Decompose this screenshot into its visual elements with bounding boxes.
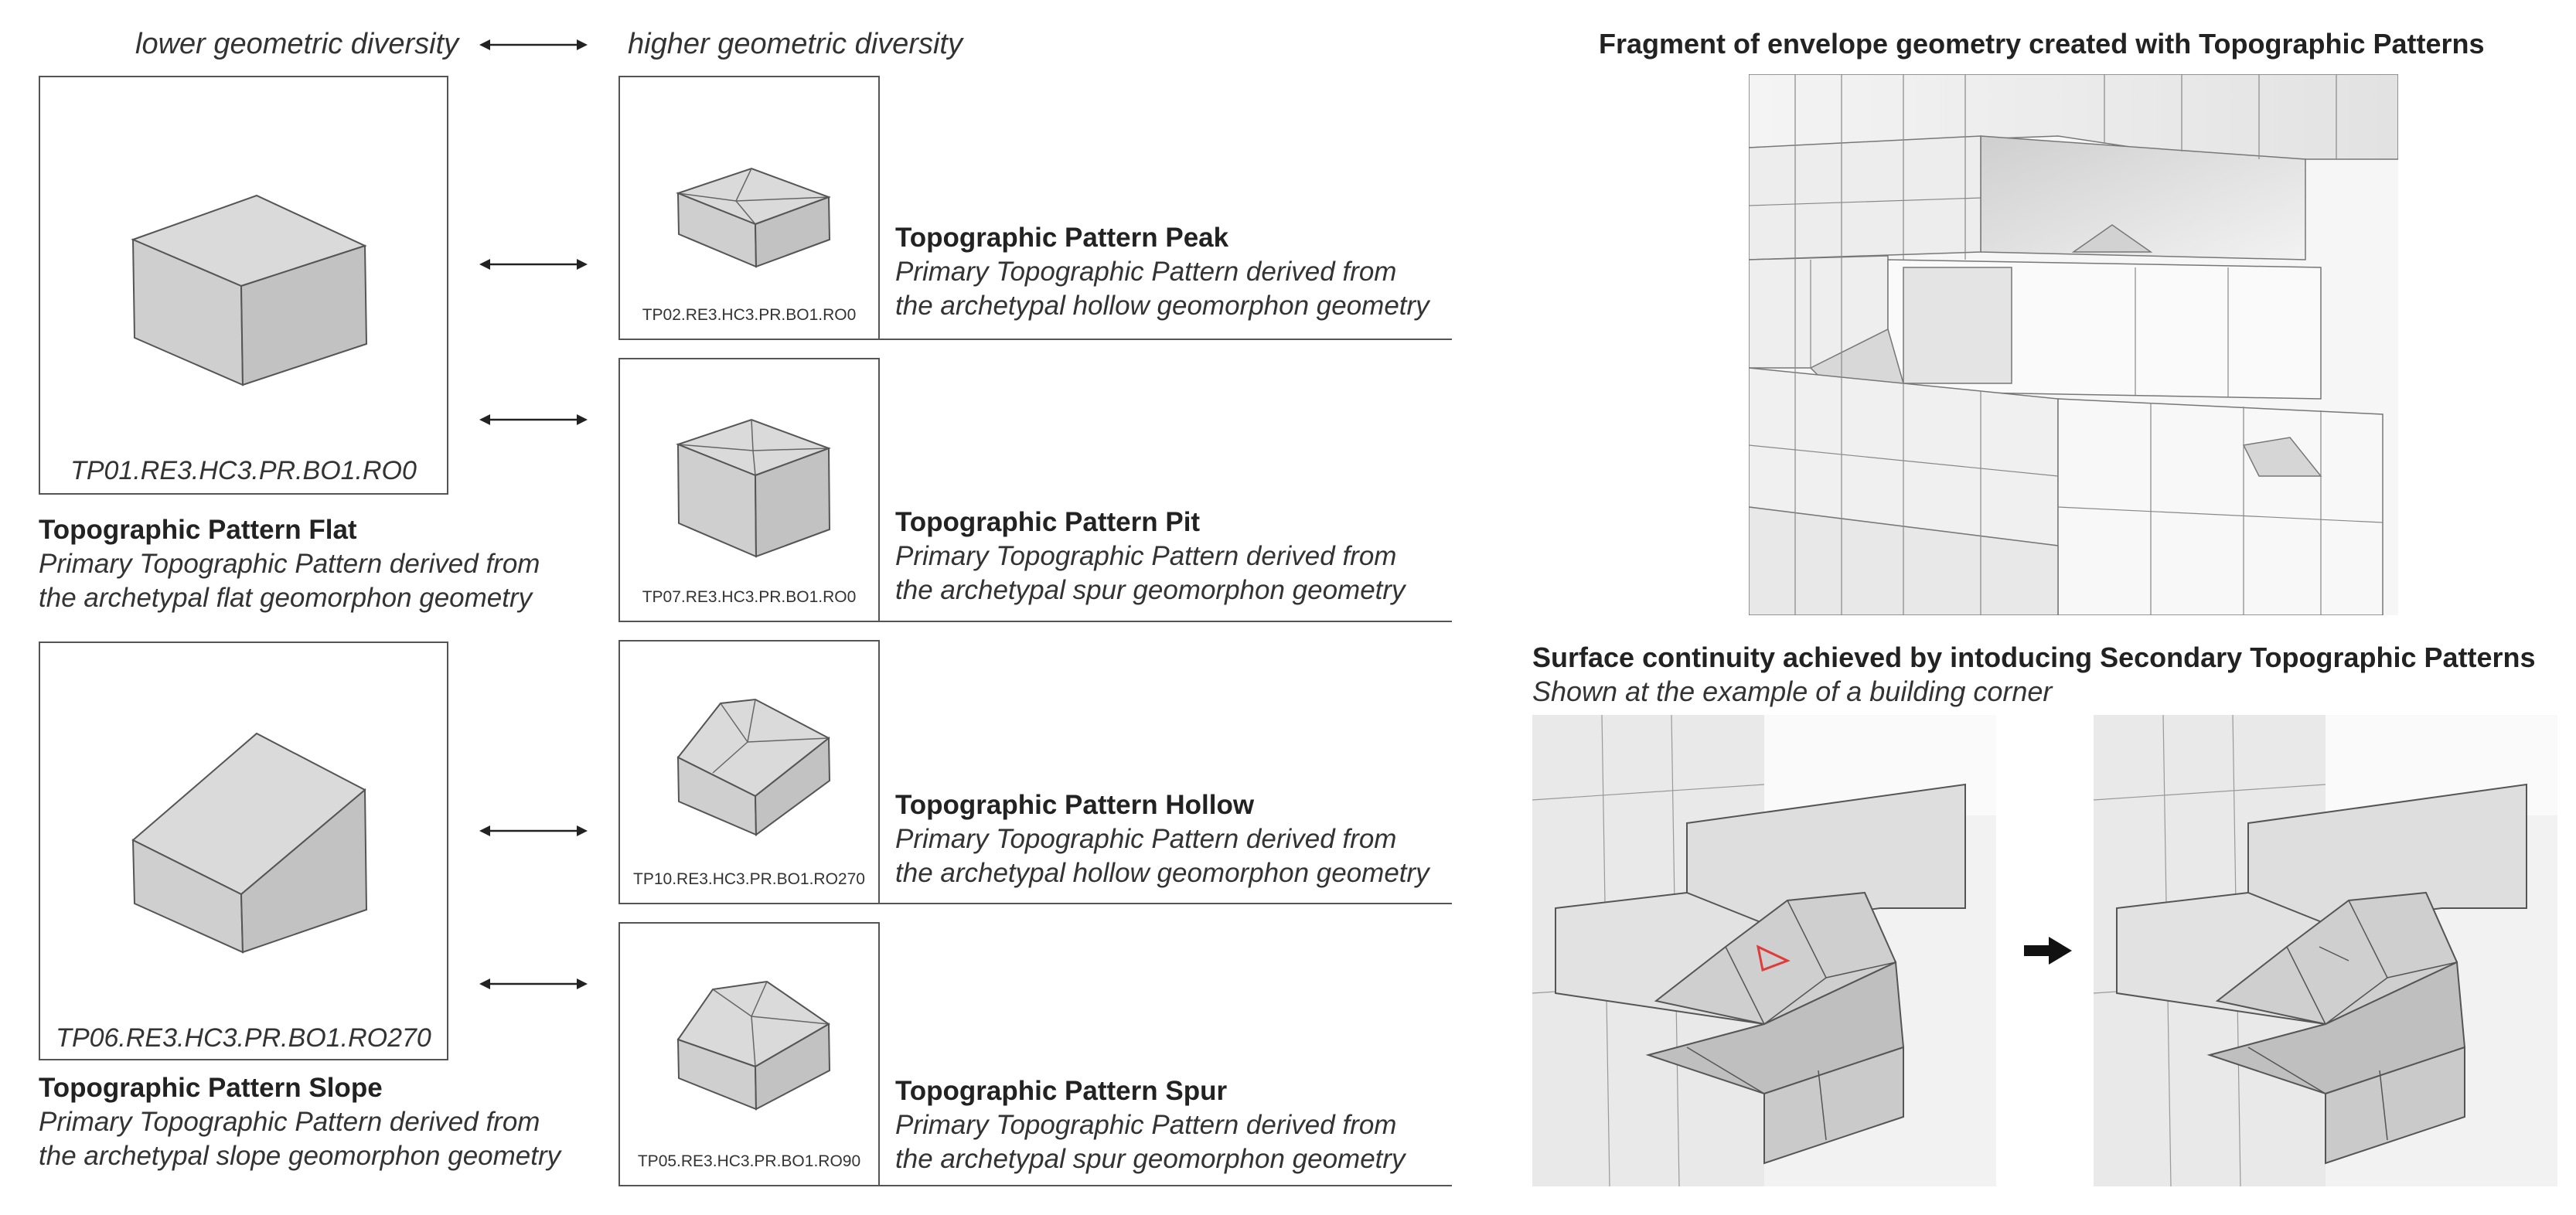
double-arrow-icon (479, 978, 588, 989)
divider (878, 621, 1452, 622)
divider (878, 339, 1452, 340)
peak-block-icon (676, 167, 831, 268)
pattern-desc-line1: Primary Topographic Pattern derived from (895, 541, 1397, 571)
highlight-triangle-icon (1756, 944, 1791, 972)
right-arrow-icon (2024, 937, 2072, 965)
pattern-title: Topographic Pattern Slope (39, 1073, 383, 1103)
pattern-code: TP06.RE3.HC3.PR.BO1.RO270 (56, 1023, 431, 1053)
pattern-desc-line1: Primary Topographic Pattern derived from (895, 1110, 1397, 1140)
higher-diversity-label: higher geometric diversity (628, 28, 963, 60)
pattern-pit-panel: TP07.RE3.HC3.PR.BO1.RO0 (618, 358, 880, 622)
pattern-code: TP05.RE3.HC3.PR.BO1.RO90 (637, 1152, 861, 1170)
envelope-fragment-render (1749, 74, 2398, 615)
pattern-desc-line1: Primary Topographic Pattern derived from (39, 549, 540, 579)
double-arrow-icon (479, 259, 588, 270)
pattern-desc-line1: Primary Topographic Pattern derived from (895, 824, 1397, 854)
pattern-desc-line2: the archetypal spur geomorphon geometry (895, 575, 1406, 605)
continuity-subtitle: Shown at the example of a building corne… (1532, 676, 2053, 707)
pattern-flat-panel: TP01.RE3.HC3.PR.BO1.RO0 (39, 76, 448, 495)
corner-before-render (1532, 715, 1996, 1186)
double-arrow-icon (479, 825, 588, 836)
flat-block-icon (131, 194, 368, 386)
corner-after-render (2094, 715, 2557, 1186)
pattern-peak-panel: TP02.RE3.HC3.PR.BO1.RO0 (618, 76, 880, 340)
pattern-desc-line2: the archetypal hollow geomorphon geometr… (895, 291, 1429, 321)
pattern-desc-line2: the archetypal spur geomorphon geometry (895, 1144, 1406, 1174)
pattern-slope-panel: TP06.RE3.HC3.PR.BO1.RO270 (39, 642, 448, 1060)
pattern-desc-line1: Primary Topographic Pattern derived from (39, 1107, 540, 1137)
pattern-hollow-panel: TP10.RE3.HC3.PR.BO1.RO270 (618, 640, 880, 904)
pattern-desc-line1: Primary Topographic Pattern derived from (895, 257, 1397, 287)
pit-block-icon (676, 418, 831, 558)
divider (878, 903, 1452, 904)
double-arrow-icon (479, 39, 588, 50)
fragment-title: Fragment of envelope geometry created wi… (1599, 28, 2485, 60)
pattern-desc-line2: the archetypal hollow geomorphon geometr… (895, 858, 1429, 888)
pattern-title: Topographic Pattern Flat (39, 515, 357, 545)
lower-diversity-label: lower geometric diversity (135, 28, 459, 60)
pattern-code: TP07.RE3.HC3.PR.BO1.RO0 (642, 588, 857, 606)
pattern-desc-line2: the archetypal flat geomorphon geometry (39, 583, 533, 613)
pattern-code: TP02.RE3.HC3.PR.BO1.RO0 (642, 306, 857, 324)
pattern-code: TP01.RE3.HC3.PR.BO1.RO0 (70, 456, 417, 485)
pattern-title: Topographic Pattern Peak (895, 223, 1229, 253)
divider (878, 1185, 1452, 1186)
pattern-code: TP10.RE3.HC3.PR.BO1.RO270 (633, 870, 865, 888)
pattern-spur-panel: TP05.RE3.HC3.PR.BO1.RO90 (618, 922, 880, 1186)
slope-block-icon (131, 732, 368, 954)
pattern-title: Topographic Pattern Hollow (895, 790, 1255, 820)
pattern-desc-line2: the archetypal slope geomorphon geometry (39, 1141, 561, 1171)
continuity-title: Surface continuity achieved by intoducin… (1532, 642, 2536, 673)
double-arrow-icon (479, 414, 588, 425)
pattern-title: Topographic Pattern Pit (895, 507, 1201, 537)
pattern-title: Topographic Pattern Spur (895, 1076, 1228, 1106)
spur-block-icon (676, 980, 831, 1111)
hollow-block-icon (676, 698, 831, 836)
